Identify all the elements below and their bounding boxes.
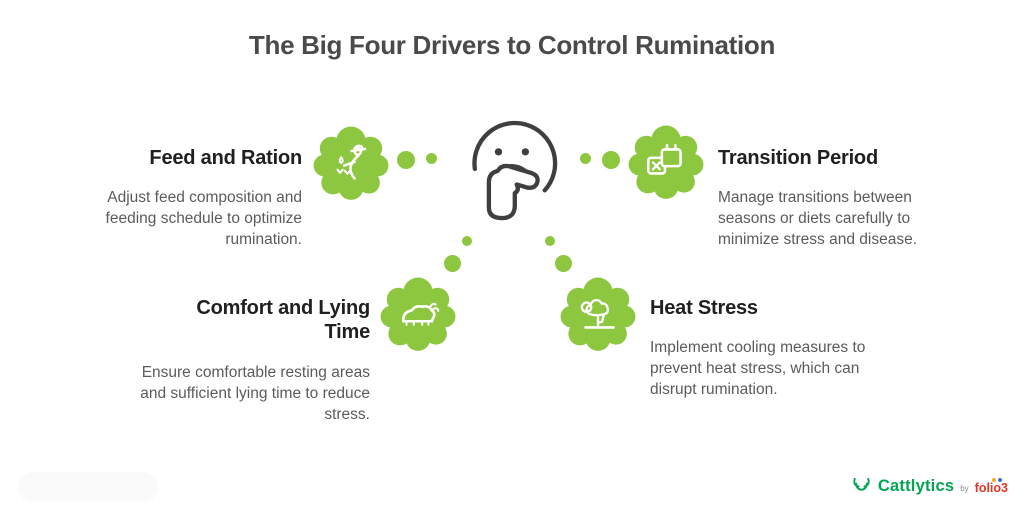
transition-thought-bubble bbox=[627, 124, 705, 202]
footer-brand: Cattlytics by folio3 bbox=[851, 473, 1008, 499]
feed-thought-bubble bbox=[312, 125, 390, 203]
feed-heading: Feed and Ration bbox=[149, 147, 302, 169]
folio-blue-dot bbox=[998, 478, 1002, 482]
heat-heading: Heat Stress bbox=[650, 297, 758, 319]
comfort-thought-bubble bbox=[379, 276, 457, 354]
sower-icon bbox=[336, 144, 367, 180]
thought-dot bbox=[555, 255, 572, 272]
section-heat: Heat Stress Implement cooling measures t… bbox=[650, 296, 890, 400]
thought-dot bbox=[462, 236, 472, 246]
section-feed: Feed and Ration Adjust feed composition … bbox=[88, 146, 303, 250]
heat-thought-bubble bbox=[559, 276, 637, 354]
brand-name: Cattlytics bbox=[877, 476, 955, 495]
section-transition: Transition Period Manage transitions bet… bbox=[718, 146, 936, 250]
thinking-face-icon bbox=[462, 116, 558, 228]
faint-watermark-blob bbox=[18, 472, 158, 502]
thought-dot bbox=[426, 153, 437, 164]
feed-description: Adjust feed composition and feeding sche… bbox=[105, 189, 302, 248]
thought-dot bbox=[602, 151, 620, 169]
partner-name: folio3 bbox=[975, 478, 1008, 495]
sun-cloud-icon bbox=[580, 299, 615, 329]
heat-description: Implement cooling measures to prevent he… bbox=[650, 339, 866, 398]
comfort-description: Ensure comfortable resting areas and suf… bbox=[140, 364, 370, 423]
thought-dot bbox=[545, 236, 555, 246]
comfort-heading: Comfort and Lying Time bbox=[196, 297, 370, 343]
transition-heading: Transition Period bbox=[718, 147, 878, 169]
thought-dot bbox=[580, 153, 591, 164]
lying-cow-icon bbox=[402, 302, 440, 326]
by-label: by bbox=[960, 484, 969, 493]
bull-head-icon bbox=[853, 477, 870, 491]
thought-dot bbox=[444, 255, 461, 272]
folio-orange-dot bbox=[992, 478, 996, 482]
page-title: The Big Four Drivers to Control Ruminati… bbox=[248, 30, 776, 60]
transition-description: Manage transitions between seasons or di… bbox=[718, 189, 917, 248]
transition-calendars-icon bbox=[647, 144, 682, 175]
thought-dot bbox=[397, 151, 415, 169]
section-comfort: Comfort and Lying Time Ensure comfortabl… bbox=[140, 296, 370, 425]
